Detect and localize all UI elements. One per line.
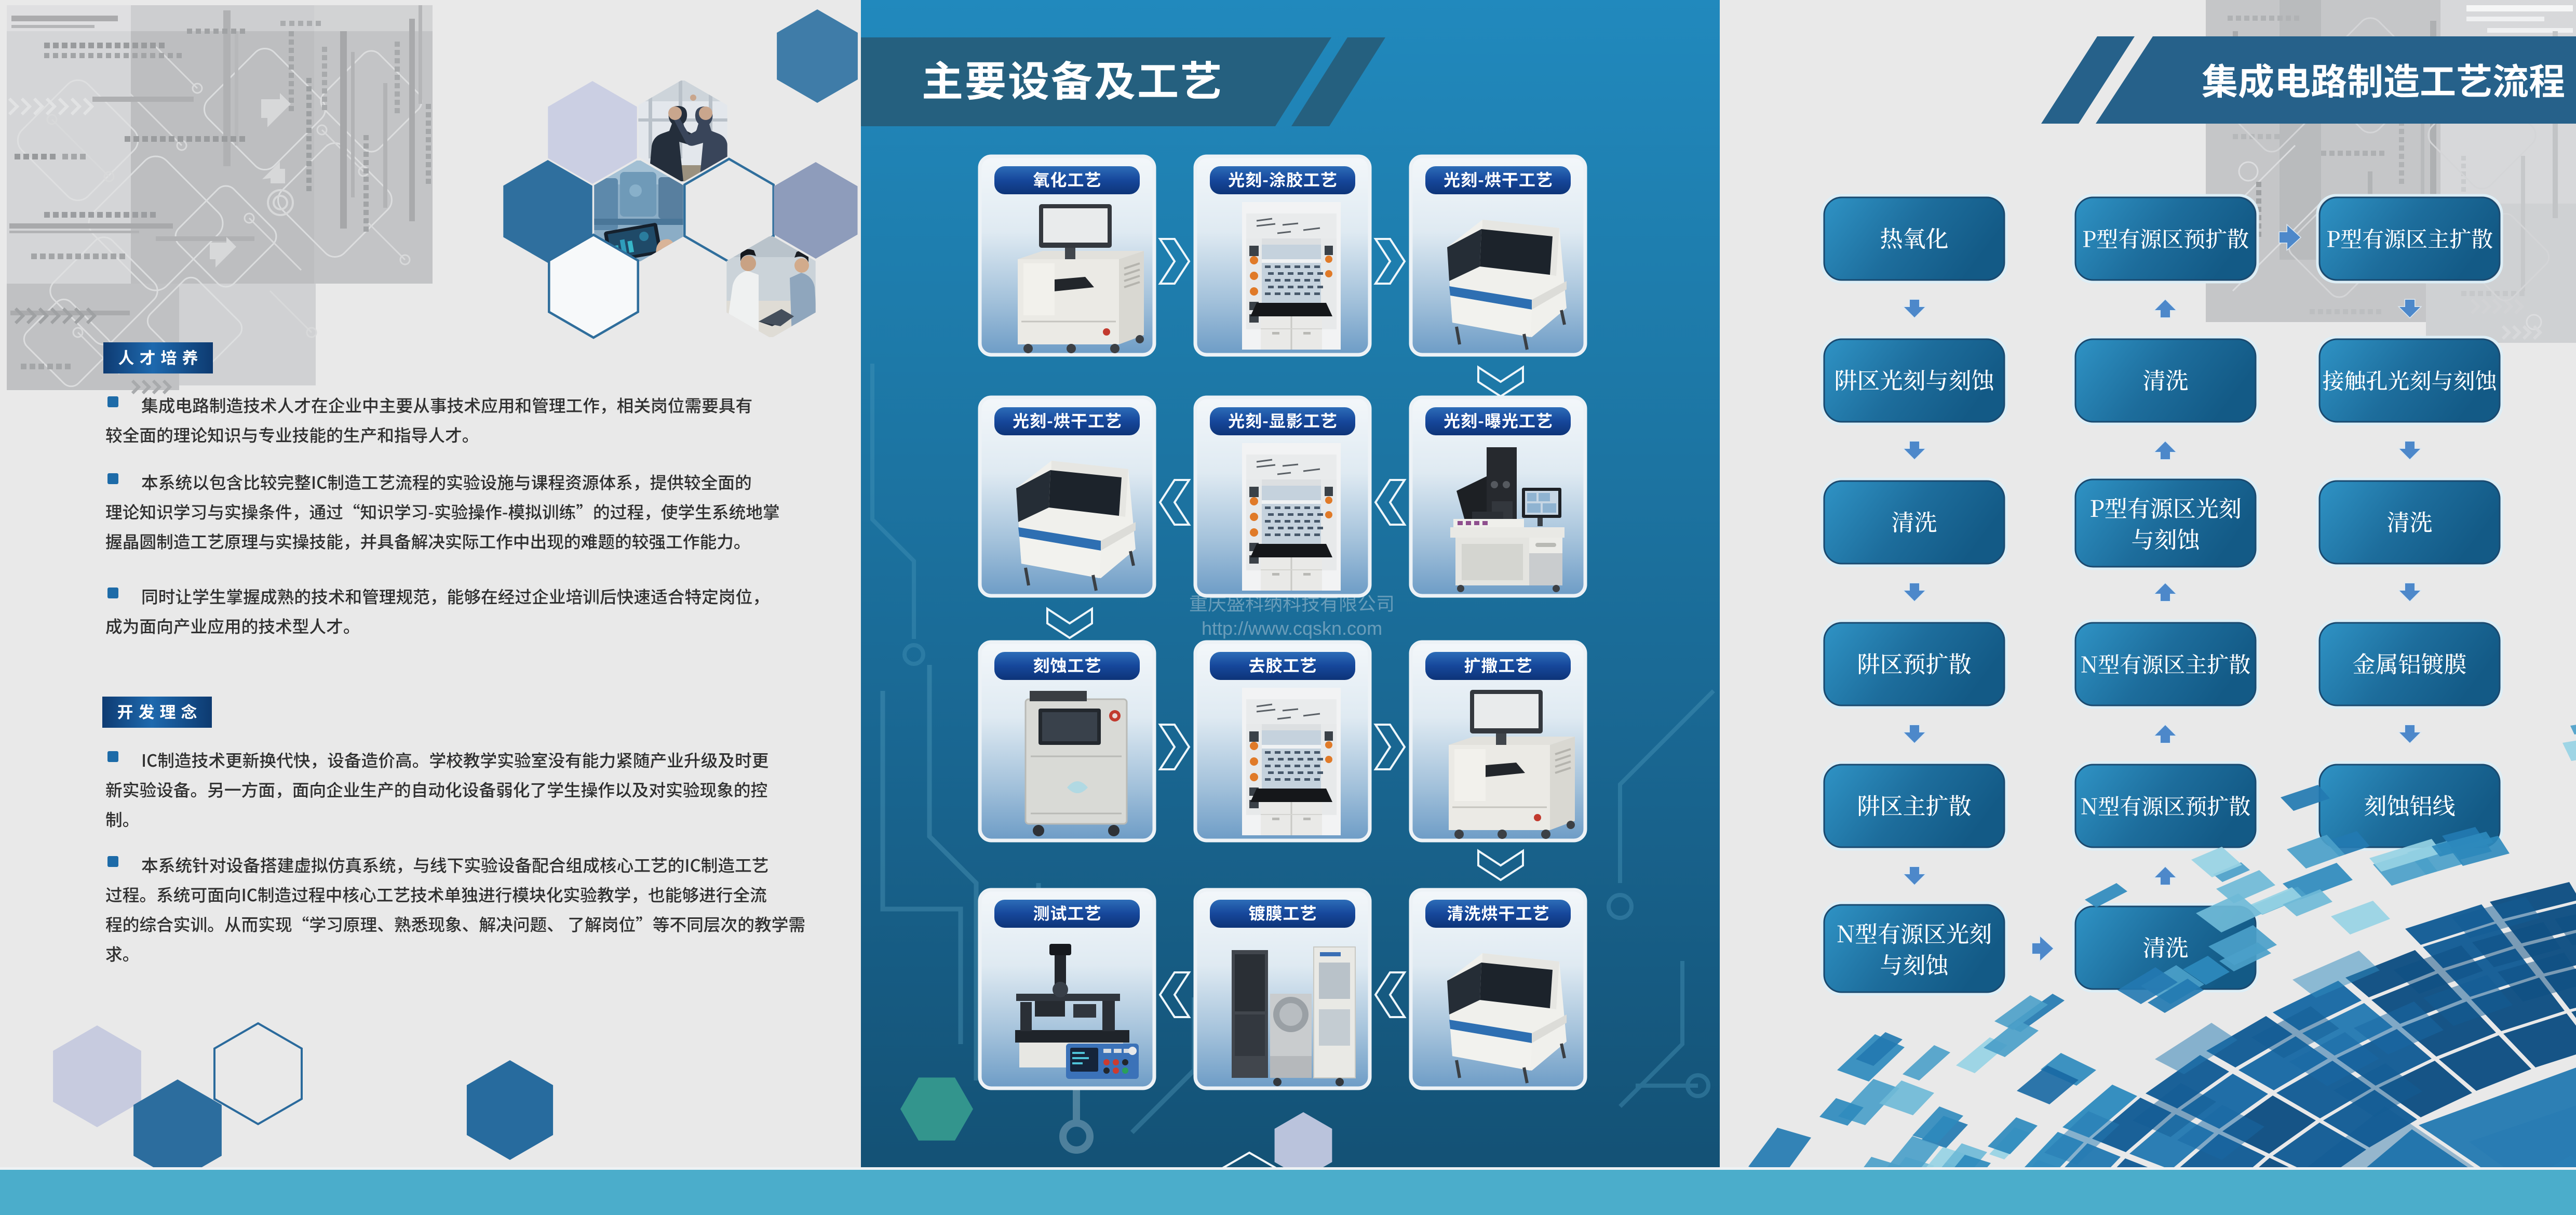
svg-text:http://www.cqskn.com: http://www.cqskn.com xyxy=(1202,618,1382,639)
